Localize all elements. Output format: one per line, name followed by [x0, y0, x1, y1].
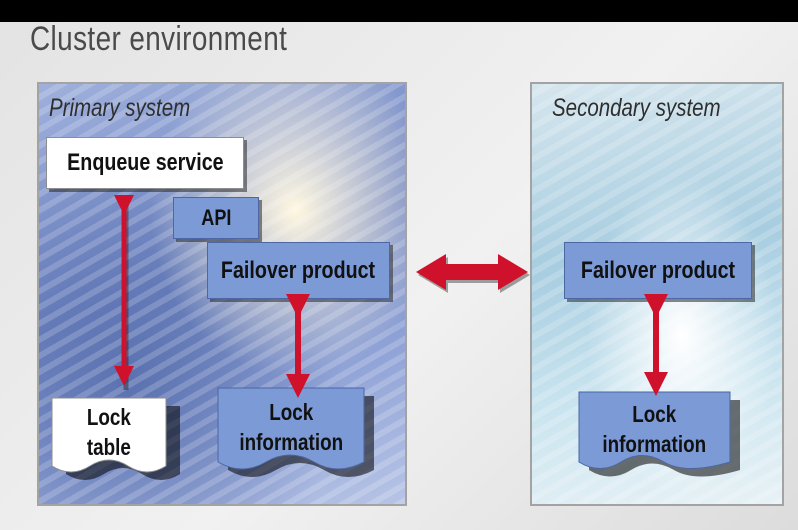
api-label: API [200, 205, 232, 230]
secondary-failover-product-label: Failover product [580, 256, 736, 284]
enqueue-service-box: Enqueue service [46, 137, 244, 189]
top-band [0, 0, 798, 22]
secondary-lock-information-doc: Lock information [579, 396, 730, 462]
primary-failover-product-box: Failover product [207, 242, 390, 299]
arrow-enqueue-to-lock-table [114, 195, 134, 390]
secondary-lock-information-shape [578, 391, 740, 477]
secondary-lock-information-label: Lock information [602, 401, 707, 457]
secondary-system-label: Secondary system [552, 94, 721, 122]
lock-table-doc: Lock table [52, 398, 166, 466]
arrow-primary-to-secondary [416, 254, 530, 293]
diagram-title: Cluster environment [30, 20, 288, 58]
primary-system-label: Primary system [49, 94, 191, 122]
primary-failover-product-label: Failover product [221, 256, 376, 284]
primary-lock-information-shape [217, 387, 374, 477]
lock-table-shape [51, 397, 180, 480]
api-box: API [173, 197, 259, 239]
primary-lock-information-doc: Lock information [218, 392, 364, 462]
enqueue-service-label: Enqueue service [66, 149, 224, 176]
primary-lock-information-label: Lock information [239, 399, 343, 455]
lock-table-label: Lock table [86, 404, 132, 460]
